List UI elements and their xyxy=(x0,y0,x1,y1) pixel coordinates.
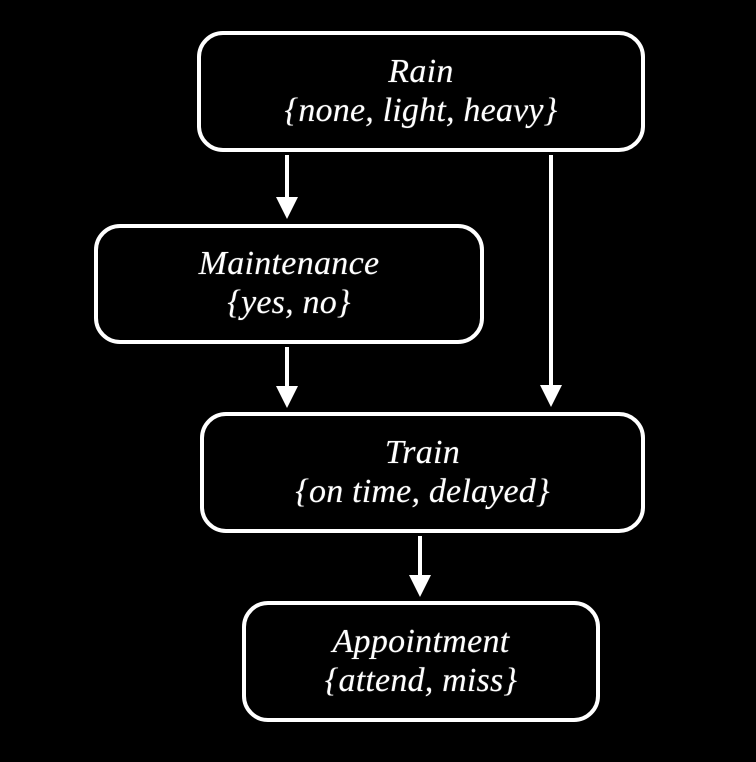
node-rain-title: Rain xyxy=(388,52,454,90)
node-train[interactable]: Train {on time, delayed} xyxy=(200,412,645,533)
edge-rain-to-maintenance xyxy=(276,155,298,219)
node-train-states: {on time, delayed} xyxy=(295,472,550,510)
edge-train-to-appointment xyxy=(409,536,431,597)
node-appointment[interactable]: Appointment {attend, miss} xyxy=(242,601,600,722)
edge-maintenance-to-train xyxy=(276,347,298,408)
node-appointment-title: Appointment xyxy=(332,622,510,660)
node-maintenance[interactable]: Maintenance {yes, no} xyxy=(94,224,484,344)
node-maintenance-states: {yes, no} xyxy=(227,284,351,321)
node-maintenance-title: Maintenance xyxy=(198,245,380,283)
node-rain-states: {none, light, heavy} xyxy=(284,91,558,129)
node-train-title: Train xyxy=(384,433,461,471)
node-rain[interactable]: Rain {none, light, heavy} xyxy=(197,31,645,152)
edge-rain-to-train xyxy=(540,155,562,407)
node-appointment-states: {attend, miss} xyxy=(324,661,518,699)
